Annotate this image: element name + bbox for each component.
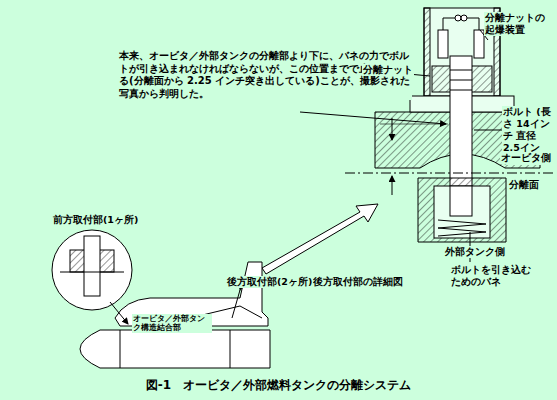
separation-plane-label: 分離面 (508, 179, 540, 191)
detonator-label: 分離ナットの起爆装置 (484, 12, 554, 36)
aft-attach-label: 後方取付部(2ヶ所) (226, 276, 313, 288)
figure-caption: 図-1 オービタ／外部燃料タンクの分離システム (145, 378, 412, 393)
spring-label: ボルトを引き込むためのバネ (450, 264, 536, 288)
nut-label: 分離ナット (362, 64, 414, 76)
detail-title: 後方取付部の詳細図 (312, 276, 404, 288)
forward-attach-label: 前方取付部(1ヶ所) (52, 214, 139, 226)
joint-label: オービタ／外部タンク構造結合部 (132, 314, 212, 333)
tank-side-label: 外部タンク側 (444, 246, 506, 258)
orbiter-side-label: オービタ側 (500, 152, 552, 164)
